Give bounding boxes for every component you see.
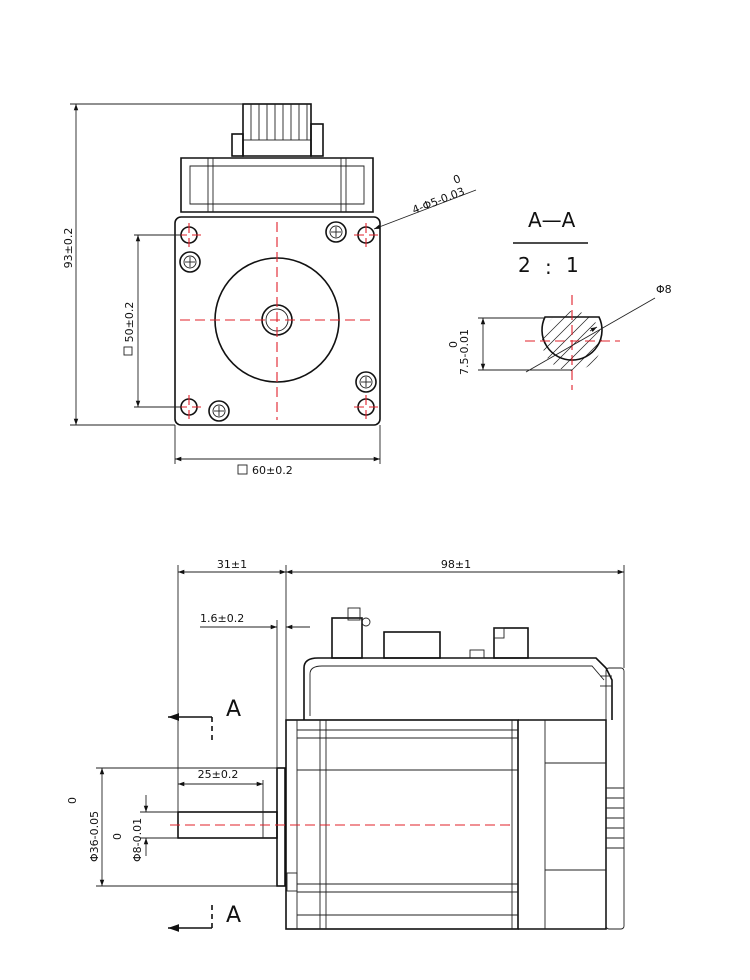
key-length-label: 25±0.2: [198, 768, 239, 781]
section-hatch: [542, 311, 602, 371]
top-connector: [231, 103, 324, 157]
body-length-label: 98±1: [441, 558, 471, 571]
key-length-dimension: 25±0.2: [178, 768, 264, 812]
section-scale-right: 1: [566, 253, 579, 277]
shaft-length-label: 31±1: [217, 558, 247, 571]
pilot-dim-label: Φ36-0.05: [88, 811, 101, 862]
flange-dim-label: 1.6±0.2: [200, 612, 244, 625]
body-length-dimension: 98±1: [286, 558, 625, 668]
width-dimension: 60±0.2: [174, 425, 381, 477]
section-scale-left: 2: [518, 253, 531, 277]
side-view: 31±1 98±1 1.6±0.2 25±0.2 Φ36-0.05 0: [66, 558, 625, 932]
rear-cap: [518, 719, 607, 930]
pilot-dim-upper: 0: [66, 797, 79, 804]
flange-dimension: 1.6±0.2: [200, 612, 310, 768]
motor-body: [285, 719, 519, 930]
hole-callout: 4-Φ5-0.03 0: [373, 172, 477, 230]
pilot-diameter-dimension: Φ36-0.05 0: [66, 767, 277, 887]
pilot: [276, 767, 286, 887]
shaft-length-dimension: 31±1: [177, 558, 287, 812]
hole-spacing-dimension: 50±0.2: [123, 234, 181, 408]
driver-housing-side: [303, 657, 613, 720]
hole-callout-label: 4-Φ5-0.03: [410, 185, 466, 217]
motor-face: [174, 216, 381, 426]
flat-dim-upper: 0: [447, 341, 460, 348]
section-marks: A A: [168, 697, 241, 932]
width-dim-label: 60±0.2: [252, 464, 293, 477]
section-a-a: A—A 2 : 1 Φ8 7.5-0.01 0: [447, 208, 672, 390]
section-title: A—A: [528, 208, 576, 232]
flat-dim-label: 7.5-0.01: [458, 329, 471, 375]
front-view: 93±0.2 50±0.2 60±0.2 4-Φ5-0.03 0: [62, 103, 477, 477]
shaft-dim-upper: 0: [111, 833, 124, 840]
shaft-diameter-dimension: Φ8-0.01 0: [111, 795, 178, 862]
section-profile: [541, 316, 603, 361]
face-screws: [179, 221, 377, 422]
shaft-dim-label: Φ8-0.01: [131, 818, 144, 862]
side-connectors: [331, 607, 529, 659]
cooling-fins: [605, 667, 625, 930]
hole-callout-upper: 0: [451, 172, 462, 187]
section-mark-bottom: A: [226, 903, 241, 928]
driver-housing: [180, 157, 374, 213]
section-mark-top: A: [226, 697, 241, 722]
section-scale-sep: :: [545, 255, 552, 279]
section-diameter-label: Φ8: [656, 283, 672, 296]
height-dim-label: 93±0.2: [62, 228, 75, 269]
height-dimension: 93±0.2: [62, 103, 243, 426]
hole-spacing-label: 50±0.2: [123, 302, 136, 343]
